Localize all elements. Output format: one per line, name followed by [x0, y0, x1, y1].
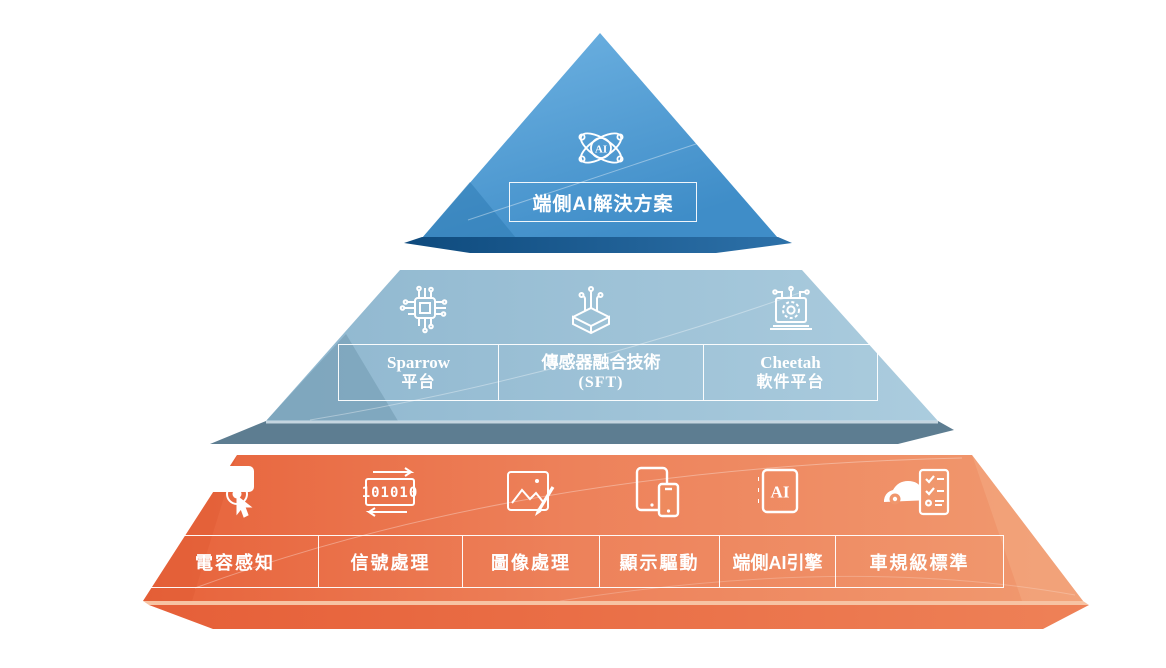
cell-line2: 軟件平台	[756, 374, 825, 391]
tier2-cell-cheetah: Cheetah 軟件平台	[704, 345, 877, 400]
tier3-cell-capacitive: 電容感知	[152, 536, 319, 587]
touch-sensing-icon	[200, 462, 270, 526]
tier2-cell-sparrow: Sparrow 平台	[339, 345, 499, 400]
binary-signal-icon: 101010	[357, 464, 423, 522]
ai-atom-label: AI	[595, 144, 607, 156]
cell-line1: 傳感器融合技術	[541, 353, 661, 372]
laptop-gear-icon	[761, 284, 821, 338]
binary-label: 101010	[362, 485, 419, 501]
tier3-slab	[143, 455, 1089, 629]
chip-icon	[397, 280, 453, 336]
tier2-cell-sft: 傳感器融合技術 (SFT)	[499, 345, 704, 400]
cell-line1: Cheetah	[760, 353, 821, 372]
displays-icon	[628, 462, 688, 522]
tier3-cell-signal: 信號處理	[319, 536, 463, 587]
tier3-cell-automotive: 車規級標準	[869, 552, 970, 573]
ai-atom-icon: AI	[569, 116, 633, 180]
tier3-cell-ai-engine: 端側AI引擎	[720, 536, 836, 587]
tier1-label: 端側AI解決方案	[509, 182, 697, 222]
tier3-label-row: 電容感知 信號處理 圖像處理 顯示驅動 端側AI引擎 車規級標準	[151, 535, 1004, 588]
tier1-pyramid	[404, 33, 792, 253]
tier3-cell-display: 顯示驅動	[600, 536, 720, 587]
cell-line2: 平台	[401, 374, 436, 391]
ai-notebook-icon: AI	[748, 462, 806, 522]
car-checklist-icon	[880, 464, 956, 522]
tier3-cell-image: 圖像處理	[463, 536, 600, 587]
cell-line1: Sparrow	[387, 353, 450, 372]
ai-notebook-label: AI	[771, 483, 790, 502]
sensor-fusion-cube-icon	[562, 283, 620, 339]
tier2-label-row: Sparrow 平台 傳感器融合技術 (SFT) Cheetah 軟件平台	[338, 344, 878, 401]
cell-line2: (SFT)	[578, 374, 624, 391]
image-processing-icon	[500, 464, 560, 522]
